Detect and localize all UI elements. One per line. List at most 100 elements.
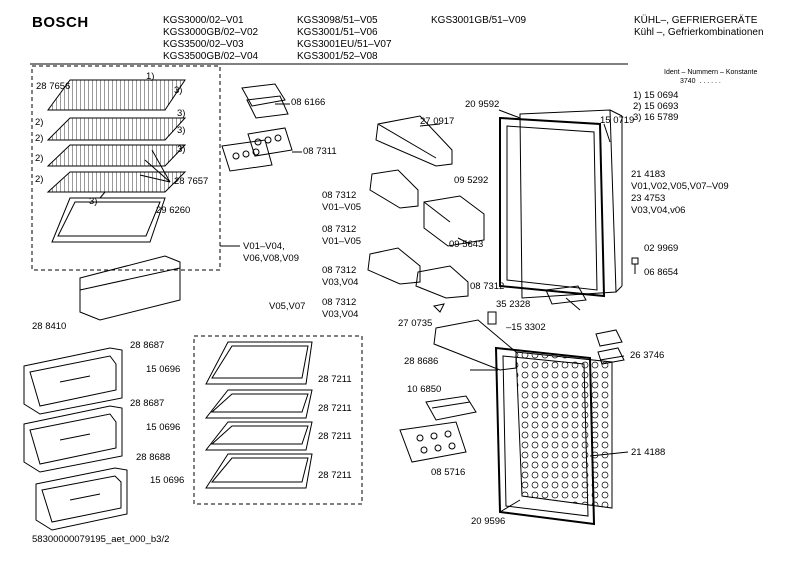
part-number: 06 8654 (644, 267, 679, 278)
part-number: 09 5292 (454, 175, 489, 186)
ident-dots: . . . . . . (699, 78, 721, 85)
footnote-item: 3) 16 5789 (633, 112, 679, 123)
ident-value: 3740 (680, 78, 696, 85)
part-number: 23 4753 (631, 193, 666, 204)
door-rack (415, 265, 469, 299)
part-number: 15 0696 (146, 364, 181, 375)
model-item: KGS3500GB/02–V04 (163, 51, 259, 62)
part-number: 15 0696 (150, 475, 185, 486)
part-number: 28 8688 (136, 452, 171, 463)
part-number: 28 7211 (318, 470, 352, 481)
part-number: 09 5643 (449, 239, 484, 250)
model-list-1: KGS3000/02–V01 KGS3000GB/02–V02 KGS3500/… (163, 15, 258, 63)
crisper-drawer (23, 405, 123, 473)
part-number: 20 9596 (471, 516, 506, 527)
variant-label: V06,V08,V09 (243, 253, 299, 264)
document-id: 58300000079195_aet_000_b3/2 (32, 534, 170, 545)
footnote-ref: 3) (177, 108, 186, 119)
glass-shelf (205, 341, 313, 385)
grill-shelf (46, 171, 187, 193)
brand-logo: BOSCH (32, 14, 89, 31)
grill-shelf-stack (46, 79, 187, 199)
variant-label: V05,V07 (269, 301, 306, 312)
grill-shelf (46, 144, 187, 167)
egg-tray (221, 127, 293, 172)
fridge-door (499, 109, 623, 299)
leader-line (144, 159, 171, 183)
screw (631, 257, 639, 274)
group-box-glass-shelves (193, 335, 363, 505)
part-number: 08 7312 (322, 265, 357, 276)
model-item: KGS3000/02–V01 (163, 15, 244, 26)
footnote-list: 1) 15 0694 2) 15 0693 3) 16 5789 (633, 90, 678, 123)
model-list-2: KGS3098/51–V05 KGS3001/51–V06 KGS3001EU/… (297, 15, 392, 63)
leader-line (498, 109, 521, 119)
variant-label: V03,V04 (322, 277, 359, 288)
part-number: 28 7657 (174, 176, 209, 187)
variant-label: V01,V02,V05,V07–V09 (631, 181, 729, 192)
leader-line (457, 237, 471, 245)
door-rack (375, 115, 453, 167)
part-number: 08 7312 (322, 297, 357, 308)
footnote-ref: 2) (35, 174, 44, 185)
ice-tray (425, 395, 477, 421)
footnote-item: 1) 15 0694 (633, 90, 679, 101)
leader-line (99, 191, 106, 199)
part-number: 28 7211 (318, 403, 352, 414)
model-item: KGS3098/51–V05 (297, 15, 378, 26)
part-number: 28 7211 (318, 431, 352, 442)
door-rack (367, 247, 421, 285)
glass-shelf (205, 453, 313, 489)
part-number: 08 7311 (303, 146, 337, 157)
model-item: KGS3000GB/02–V02 (163, 27, 259, 38)
part-number: 27 0735 (398, 318, 433, 329)
ice-cube-tray (399, 421, 467, 463)
group-box-left (31, 65, 221, 271)
grill-shelf (47, 79, 186, 111)
part-number: 02 9969 (644, 243, 679, 254)
glass-shelf (204, 421, 313, 451)
footnote-ref: 3) (174, 85, 183, 96)
rack-cover (433, 319, 517, 371)
model-item: KGS3001GB/51–V09 (431, 15, 527, 26)
category-line: Kühl –, Gefrierkombinationen (634, 27, 764, 38)
leader-line (599, 355, 625, 361)
glass-shelf-left (51, 197, 166, 243)
part-number: –15 3302 (506, 322, 546, 333)
model-item: KGS3001/52–V08 (297, 51, 378, 62)
handle-clip (487, 311, 497, 325)
ident-title: Ident – Nummern – Konstante (664, 69, 758, 76)
footnote-ref: 2) (35, 117, 44, 128)
variant-label: V01–V05 (322, 202, 362, 213)
part-number: 21 4188 (631, 447, 666, 458)
glass-shelf (204, 389, 313, 419)
leader-line (151, 149, 171, 183)
leader-line (589, 451, 629, 457)
model-item: KGS3001/51–V06 (297, 27, 378, 38)
part-number: 20 9592 (465, 99, 500, 110)
footnote-ref: 3) (89, 196, 98, 207)
model-item: KGS3001EU/51–V07 (297, 39, 392, 50)
crisper-cover (79, 255, 181, 321)
part-number: 21 4183 (631, 169, 666, 180)
part-number: 28 7211 (318, 374, 352, 385)
leader-line (603, 123, 611, 143)
part-number: 08 5716 (431, 467, 466, 478)
leader-line (565, 297, 581, 311)
leader-line (499, 499, 521, 513)
part-number: 35 2328 (496, 299, 531, 310)
part-number: 26 3746 (630, 350, 665, 361)
ident-block: Ident – Nummern – Konstante 3740 . . . .… (664, 68, 757, 86)
variant-label: V03,V04,v06 (631, 205, 686, 216)
part-number: 29 6260 (156, 205, 191, 216)
part-number: 15 0696 (146, 422, 181, 433)
butter-dish (241, 83, 289, 119)
grill-shelf (46, 117, 187, 141)
part-number: 28 8687 (130, 398, 165, 409)
part-number: 08 7312 (322, 190, 357, 201)
category-title: KÜHL–, GEFRIERGERÄTE Kühl –, Gefrierkomb… (634, 15, 764, 39)
leader-line (139, 174, 171, 183)
part-number: 08 7312 (322, 224, 357, 235)
leader-line (419, 123, 441, 127)
